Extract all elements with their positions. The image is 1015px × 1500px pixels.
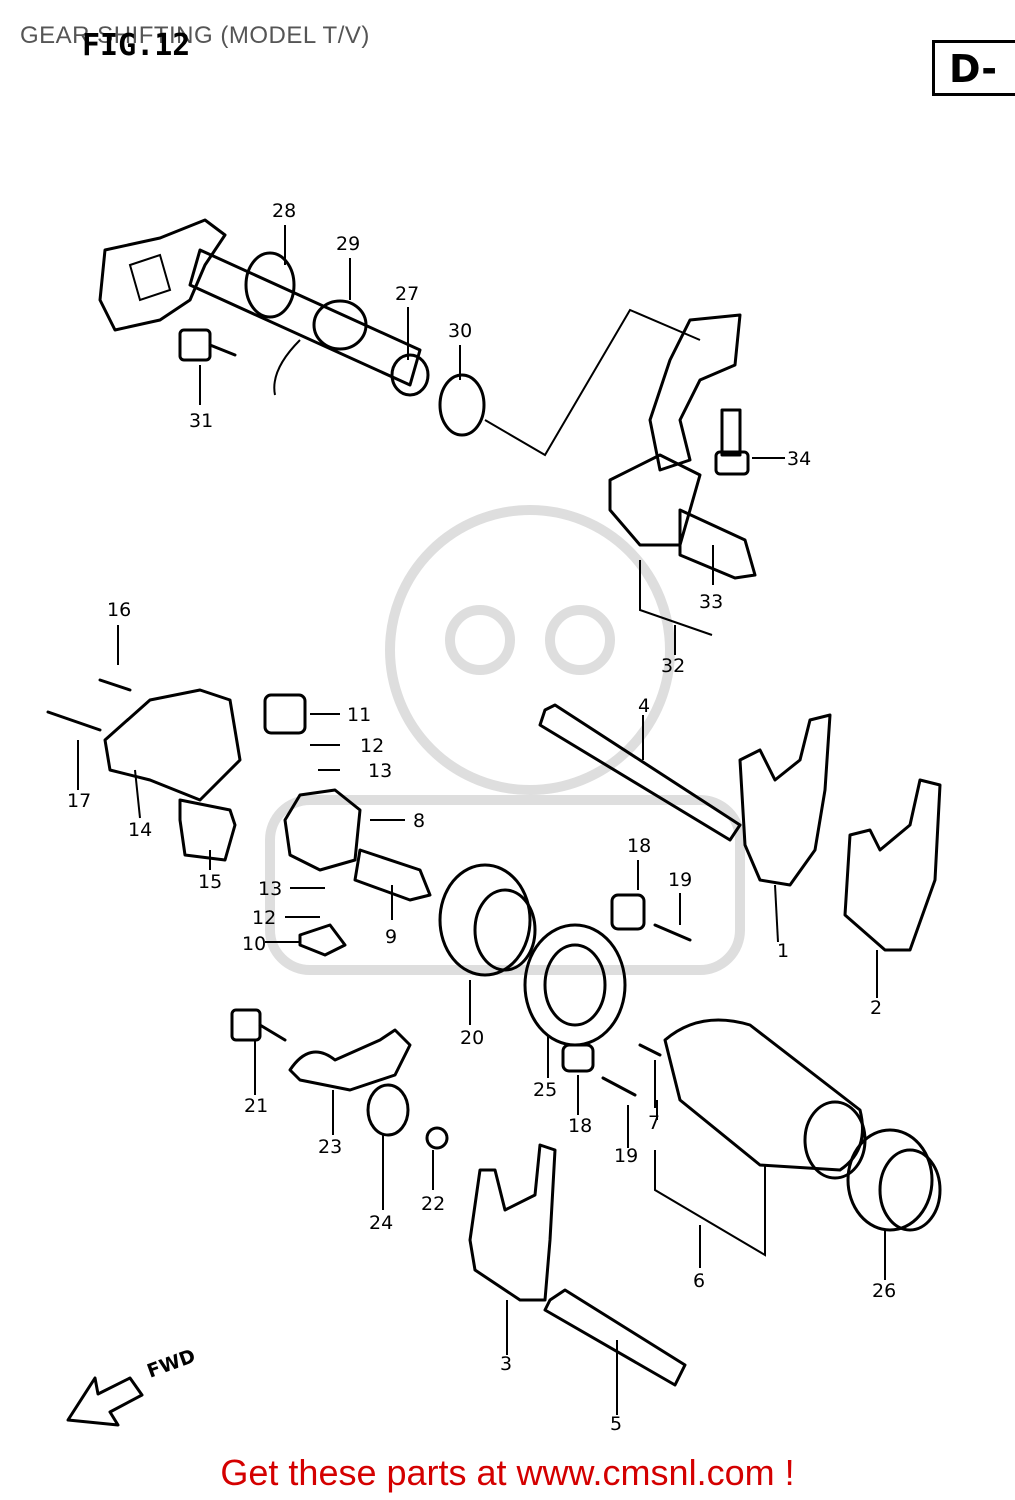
callout-12b: 12	[252, 907, 276, 929]
callout-5: 5	[610, 1413, 622, 1435]
fork-shaft-part-5	[543, 1288, 687, 1387]
callout-14: 14	[128, 819, 152, 841]
oil-seal-part-30	[438, 373, 486, 437]
spring-part-24	[366, 1083, 410, 1137]
callout-24: 24	[369, 1212, 393, 1234]
callout-12a: 12	[360, 735, 384, 757]
fwd-label: FWD	[144, 1345, 198, 1383]
callout-17: 17	[67, 790, 91, 812]
cam-stopper-parts	[263, 693, 432, 957]
callout-9: 9	[385, 926, 397, 948]
watermark-logo	[265, 505, 745, 975]
callout-2: 2	[870, 997, 882, 1019]
screw-part-19b	[601, 1076, 637, 1097]
callout-4: 4	[638, 695, 650, 717]
bearing-part-25	[523, 923, 627, 1047]
gearshift-shaft-part	[98, 218, 430, 397]
callout-34: 34	[787, 448, 811, 470]
callout-28: 28	[272, 200, 296, 222]
callout-1: 1	[777, 940, 789, 962]
pin-part-18b	[561, 1043, 595, 1073]
callout-20: 20	[460, 1027, 484, 1049]
shift-lever-part-32	[608, 313, 757, 580]
callout-7: 7	[648, 1112, 660, 1134]
callout-8: 8	[413, 810, 425, 832]
gearshift-cam-part-6	[663, 1018, 867, 1180]
callout-13a: 13	[368, 760, 392, 782]
callout-18a: 18	[627, 835, 651, 857]
callout-25: 25	[533, 1079, 557, 1101]
cam-drive-arm-part-23	[288, 1028, 412, 1092]
callout-27: 27	[395, 283, 419, 305]
cam-guide-part-20	[438, 863, 537, 977]
callout-3: 3	[500, 1353, 512, 1375]
footer-link[interactable]: Get these parts at www.cmsnl.com !	[220, 1452, 795, 1493]
callout-31: 31	[189, 410, 213, 432]
callout-19b: 19	[614, 1145, 638, 1167]
callout-15: 15	[198, 871, 222, 893]
callout-21: 21	[244, 1095, 268, 1117]
page-title: GEAR SHIFTING (MODEL T/V)	[20, 22, 370, 49]
shift-fork-part-1	[738, 713, 832, 887]
callout-23: 23	[318, 1136, 342, 1158]
bearing-part-26	[846, 1128, 942, 1232]
shift-fork-part-2	[843, 778, 942, 952]
figure-label: FIG.12	[82, 28, 191, 63]
screw-part-19a	[653, 923, 692, 942]
callout-22: 22	[421, 1193, 445, 1215]
shift-fork-part-3	[468, 1143, 557, 1302]
callout-26: 26	[872, 1280, 896, 1302]
stopper-plate-part-14	[46, 678, 242, 862]
forward-arrow-icon: FWD	[66, 1345, 198, 1427]
callout-labels: 1 2 3 4 5 6 7 8 9 10 11 12 12 13 13 14 1…	[67, 200, 896, 1435]
callout-11: 11	[347, 704, 371, 726]
callout-10: 10	[242, 933, 266, 955]
callout-18b: 18	[568, 1115, 592, 1137]
callout-33: 33	[699, 591, 723, 613]
section-mark-box: D-	[932, 40, 1015, 96]
bolt-part-34	[714, 408, 750, 476]
pin-part-18a	[610, 893, 646, 931]
callout-16: 16	[107, 599, 131, 621]
callout-19a: 19	[668, 869, 692, 891]
fork-shaft-part-4	[538, 703, 742, 842]
callout-30: 30	[448, 320, 472, 342]
pin-part-7	[638, 1043, 662, 1057]
leader-lines	[77, 225, 886, 1415]
callout-29: 29	[336, 233, 360, 255]
washer-part-22	[425, 1126, 449, 1150]
callout-6: 6	[693, 1270, 705, 1292]
callout-32: 32	[661, 655, 685, 677]
callout-13b: 13	[258, 878, 282, 900]
section-mark: D-	[949, 47, 998, 91]
bolt-part-21	[230, 1008, 287, 1042]
bolt-part-31	[178, 328, 237, 362]
